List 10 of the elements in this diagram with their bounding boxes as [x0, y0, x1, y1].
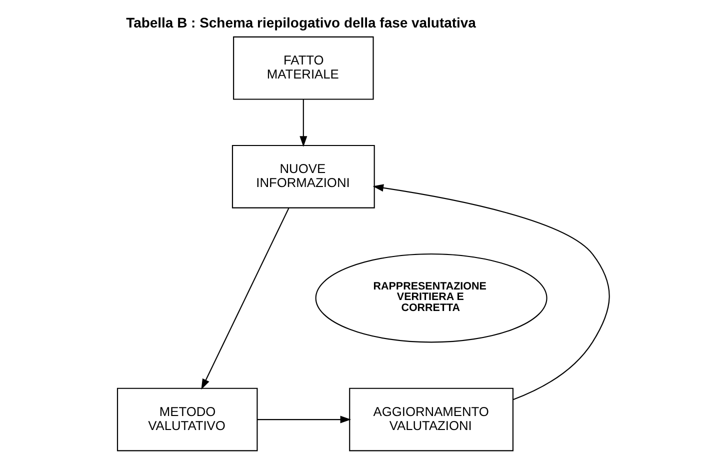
arrow: [200, 207, 289, 390]
diagram-title: Tabella B : Schema riepilogativo della fase valutativa: [126, 14, 476, 30]
node-box: FATTO MATERIALE: [232, 36, 374, 100]
arrow: [372, 184, 610, 400]
arrow: [299, 98, 307, 146]
node-box: NUOVE INFORMAZIONI: [231, 144, 374, 208]
node-ellipse: RAPPRESENTAZIONE VERITIERA E CORRETTA: [314, 252, 547, 342]
node-box: AGGIORNAMENTO VALUTAZIONI: [348, 387, 513, 451]
node-box: METODO VALUTATIVO: [116, 387, 258, 451]
arrow: [256, 415, 351, 423]
